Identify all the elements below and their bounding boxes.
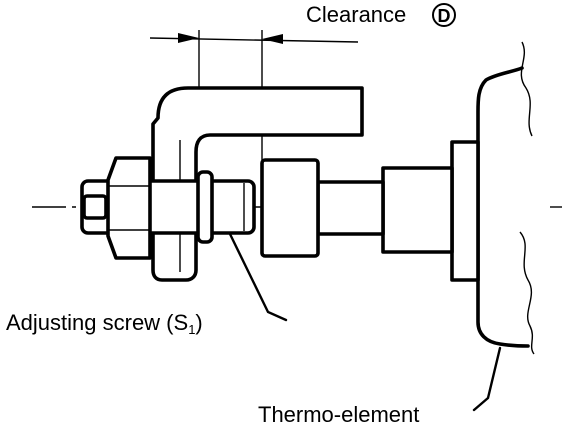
clearance-arrow-left bbox=[178, 33, 199, 43]
thermo-element-housing bbox=[476, 66, 530, 348]
thermo-element-plunger-housing bbox=[381, 166, 454, 254]
thermo-element-leader bbox=[472, 346, 502, 412]
clearance-arrow-right bbox=[262, 34, 283, 44]
adjusting-screw-slot bbox=[82, 194, 108, 220]
thermo-element-flange bbox=[450, 140, 480, 282]
lock-nut bbox=[106, 156, 152, 260]
thermo-element-break-line-bottom bbox=[519, 231, 535, 355]
adjusting-screw bbox=[80, 156, 256, 260]
thermo-element-plunger-stem bbox=[316, 180, 385, 236]
thermo-element-label: Thermo-element bbox=[258, 402, 419, 427]
clearance-marker-letter: D bbox=[438, 6, 451, 26]
adjusting-screw-label-main: Adjusting screw (S bbox=[6, 310, 188, 335]
thermo-element-break-line-top bbox=[520, 41, 533, 137]
clearance-marker-circle bbox=[432, 3, 456, 27]
clearance-label: Clearance D bbox=[306, 2, 456, 27]
clearance-label-text: Clearance bbox=[306, 2, 406, 27]
adjusting-screw-label-text: Adjusting screw (S1) bbox=[6, 310, 203, 337]
adjusting-screw-label-close: ) bbox=[195, 310, 202, 335]
adjusting-screw-collar bbox=[196, 170, 214, 244]
thermo-element-plunger-tip bbox=[260, 158, 320, 258]
thermo-element bbox=[260, 41, 535, 355]
adjusting-screw-label-subscript: 1 bbox=[188, 322, 195, 337]
adjusting-screw-label: Adjusting screw (S1) bbox=[6, 310, 203, 337]
adjusting-screw-leader bbox=[228, 232, 288, 322]
